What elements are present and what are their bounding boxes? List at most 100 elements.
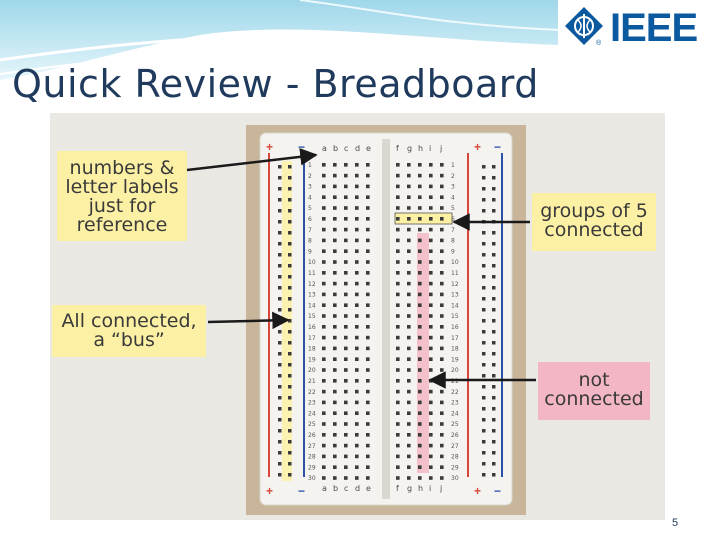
terminal-hole	[429, 217, 433, 221]
terminal-hole	[418, 422, 422, 426]
terminal-hole	[440, 433, 444, 437]
terminal-hole	[366, 281, 370, 286]
rail-hole	[492, 440, 496, 444]
rail-hole	[288, 473, 292, 477]
terminal-hole	[440, 303, 444, 307]
terminal-hole	[407, 249, 411, 253]
rail-hole	[492, 275, 496, 279]
rail-hole	[492, 242, 496, 246]
terminal-hole	[333, 260, 337, 264]
row-number: 17	[308, 335, 316, 342]
rail-hole	[278, 264, 282, 268]
rail-hole	[482, 297, 486, 301]
terminal-hole	[429, 357, 433, 361]
not-connected-highlight	[417, 233, 429, 473]
terminal-hole	[322, 281, 326, 286]
terminal-hole	[418, 163, 422, 167]
rail-hole	[492, 385, 496, 389]
row-number: 24	[451, 410, 459, 417]
terminal-hole	[418, 325, 422, 329]
terminal-hole	[344, 422, 348, 426]
row-number: 13	[451, 292, 459, 299]
terminal-hole	[355, 346, 359, 351]
row-number: 5	[451, 205, 455, 212]
rail-hole	[288, 242, 292, 246]
terminal-hole	[396, 173, 400, 178]
terminal-hole	[344, 238, 348, 243]
terminal-hole	[429, 325, 433, 329]
row-number: 2	[451, 173, 455, 180]
terminal-hole	[407, 443, 411, 448]
rail-hole	[288, 451, 292, 455]
terminal-hole	[366, 389, 370, 394]
rail-hole	[288, 231, 292, 235]
terminal-hole	[322, 346, 326, 351]
terminal-hole	[366, 195, 370, 199]
terminal-hole	[355, 184, 359, 189]
row-number: 7	[308, 227, 312, 234]
rail-hole	[278, 330, 282, 334]
rail-hole	[482, 165, 486, 169]
terminal-hole	[407, 260, 411, 264]
terminal-hole	[344, 314, 348, 318]
column-label-i: i	[429, 484, 431, 493]
terminal-hole	[418, 303, 422, 307]
terminal-hole	[366, 303, 370, 307]
rail-hole	[492, 462, 496, 466]
terminal-hole	[429, 163, 433, 167]
rail-hole	[492, 330, 496, 334]
rail-hole	[492, 220, 496, 224]
terminal-hole	[322, 400, 326, 405]
rail-hole	[482, 462, 486, 466]
terminal-hole	[322, 335, 326, 340]
row-number: 4	[451, 194, 455, 201]
terminal-hole	[322, 422, 326, 426]
terminal-hole	[429, 443, 433, 448]
terminal-hole	[418, 249, 422, 253]
terminal-hole	[396, 206, 400, 210]
terminal-hole	[322, 173, 326, 178]
terminal-hole	[355, 476, 359, 480]
rail-hole	[492, 451, 496, 455]
terminal-hole	[396, 292, 400, 297]
terminal-hole	[429, 379, 433, 383]
terminal-hole	[344, 195, 348, 199]
callout-labels-line1: numbers &	[69, 157, 175, 179]
column-label-b: b	[333, 484, 338, 493]
terminal-hole	[407, 173, 411, 178]
callout-labels: numbers & letter labels just for referen…	[57, 151, 187, 241]
terminal-hole	[333, 422, 337, 426]
terminal-hole	[366, 346, 370, 351]
terminal-hole	[396, 303, 400, 307]
rail-hole	[288, 198, 292, 202]
row-number: 27	[451, 443, 459, 450]
terminal-hole	[355, 238, 359, 243]
terminal-hole	[407, 476, 411, 480]
terminal-hole	[355, 379, 359, 383]
column-label-h: h	[418, 144, 423, 153]
terminal-hole	[396, 260, 400, 264]
terminal-hole	[407, 184, 411, 189]
terminal-hole	[440, 195, 444, 199]
rail-hole	[482, 385, 486, 389]
rail-hole	[482, 418, 486, 422]
rail-hole	[482, 253, 486, 257]
terminal-hole	[407, 433, 411, 437]
terminal-hole	[322, 184, 326, 189]
row-number: 16	[308, 324, 316, 331]
rail-hole	[288, 440, 292, 444]
rail-hole	[492, 319, 496, 323]
terminal-hole	[407, 227, 411, 232]
terminal-hole	[407, 206, 411, 210]
terminal-hole	[333, 335, 337, 340]
terminal-hole	[355, 335, 359, 340]
rail-sign-1: −	[298, 140, 305, 154]
terminal-hole	[344, 227, 348, 232]
rail-sign-3: −	[494, 140, 501, 154]
terminal-hole	[396, 411, 400, 415]
terminal-hole	[366, 314, 370, 318]
rail-hole	[278, 319, 282, 323]
column-label-d: d	[355, 484, 360, 493]
terminal-hole	[429, 454, 433, 459]
